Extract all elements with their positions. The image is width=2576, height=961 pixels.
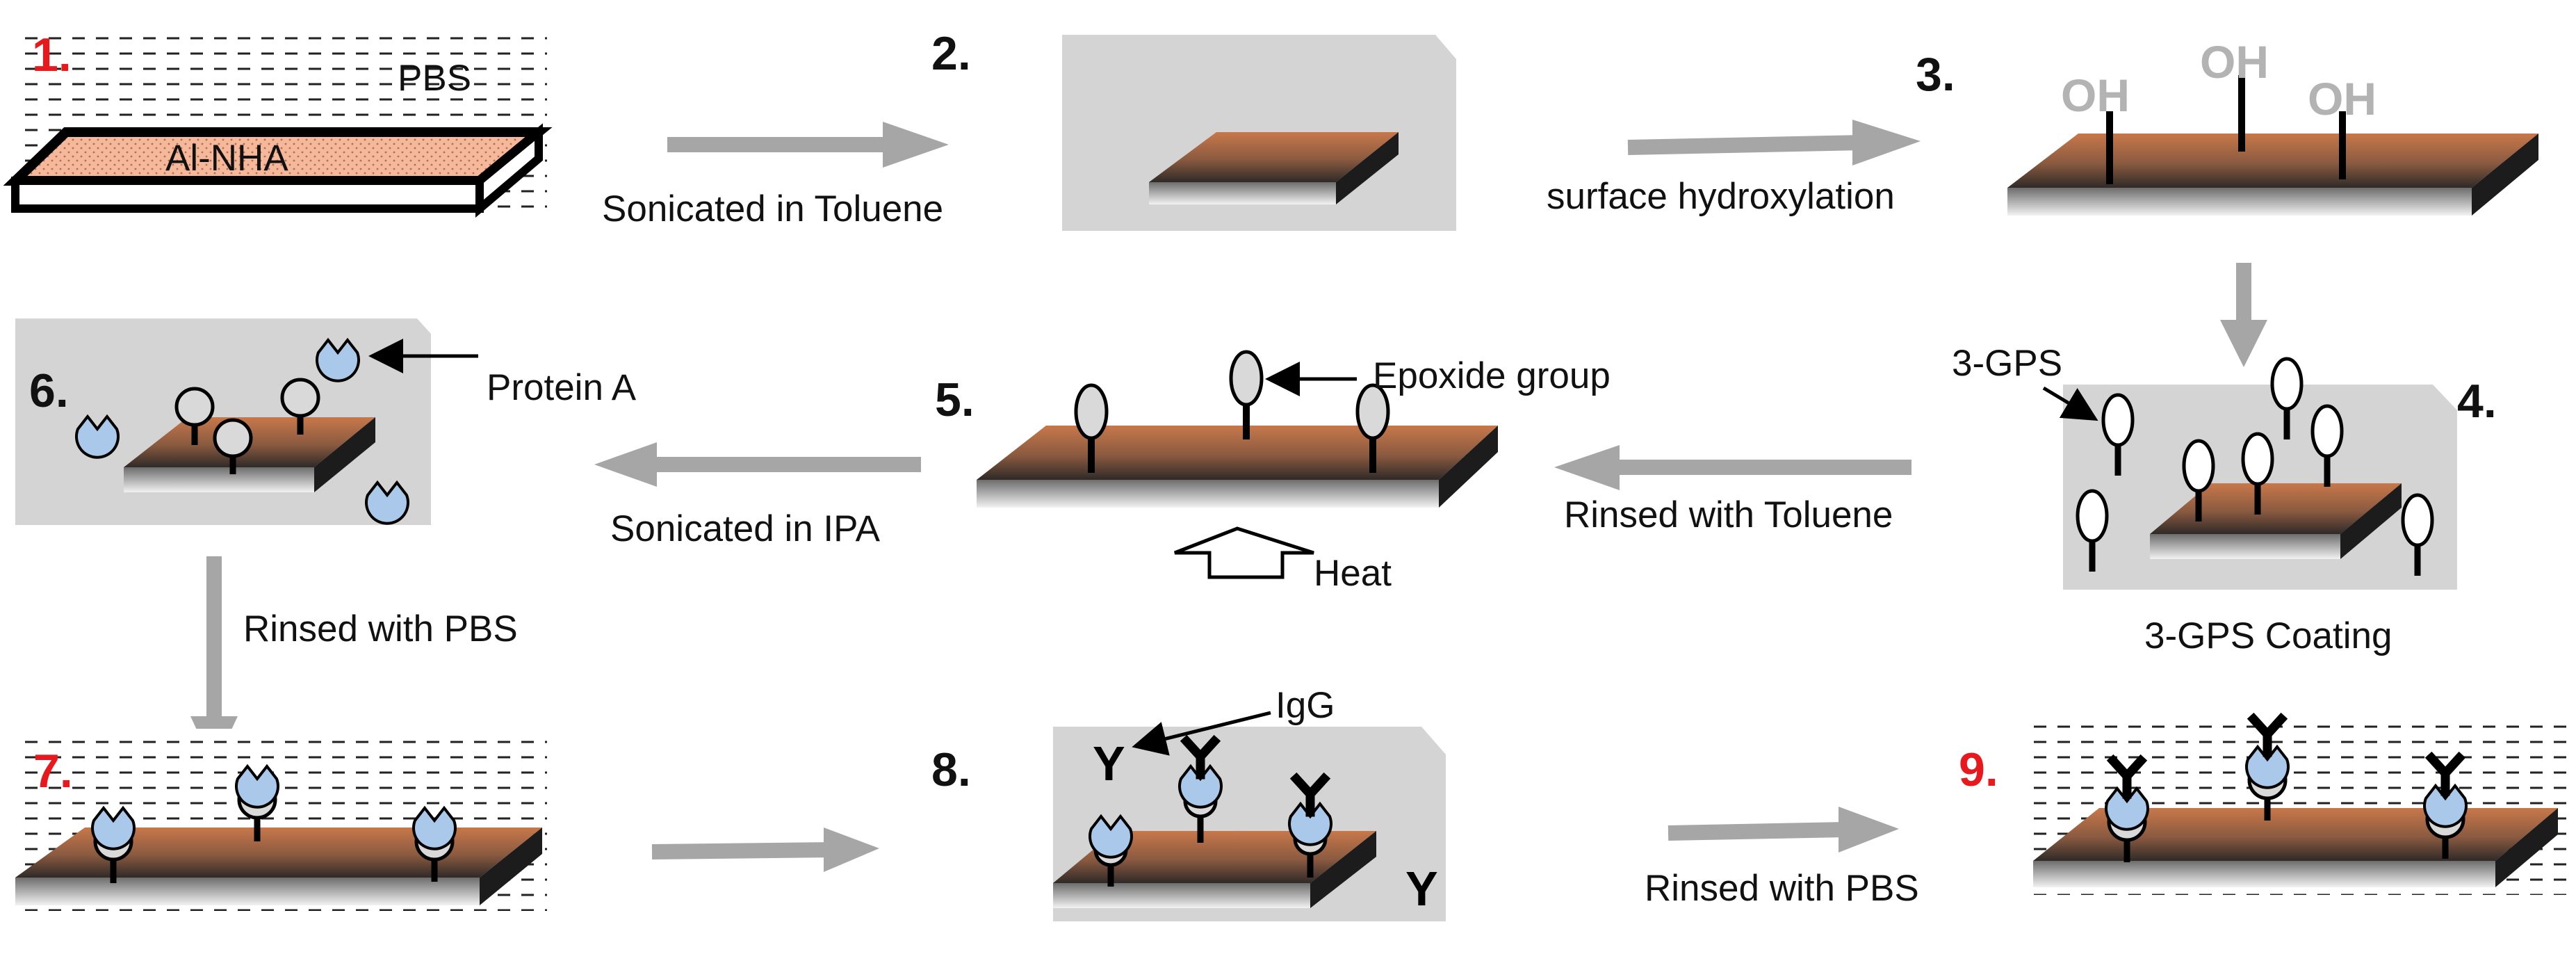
bound-protein-a-3 <box>412 807 457 882</box>
step-1-panel: 1. PBS Al-NHA <box>3 29 553 218</box>
step-number-9: 9. <box>1959 743 1998 796</box>
arrow-4-to-5: Rinsed with Toluene <box>1554 445 1911 535</box>
step-4-panel: 4. 3-GPS 3-GPS Coating <box>1952 343 2497 656</box>
sonicated-ipa-label: Sonicated in IPA <box>610 508 881 549</box>
arrow-6-to-7: Rinsed with PBS <box>190 556 518 767</box>
arrow-3-to-4 <box>2220 263 2267 367</box>
arrow-7-to-8 <box>651 827 879 872</box>
heat-label: Heat <box>1314 553 1392 594</box>
igg-label: IgG <box>1275 685 1335 726</box>
step-8-panel: Y Y 8. IgG <box>931 685 1446 921</box>
pbs-label: PBS <box>398 58 471 99</box>
surface-hydroxylation-label: surface hydroxylation <box>1547 176 1895 217</box>
step-6-panel: 6. Protein A <box>15 318 637 525</box>
gps-pointer-label: 3-GPS <box>1952 343 2062 384</box>
bound-protein-a-8b <box>1178 741 1223 843</box>
bound-protein-a-8c <box>1288 779 1332 878</box>
rinsed-pbs-2-label: Rinsed with PBS <box>1645 868 1919 909</box>
bound-igg-9b <box>2245 719 2290 821</box>
bound-igg-9a <box>2105 761 2149 862</box>
step-number-8: 8. <box>931 743 971 796</box>
epoxide-group-label: Epoxide group <box>1373 355 1611 396</box>
step-9-panel: 9. <box>1959 713 2572 895</box>
step-2-panel: 2. <box>931 27 1456 231</box>
igg-free-2: Y <box>1405 862 1438 916</box>
oh-label-2: OH <box>2200 36 2269 88</box>
arrow-8-to-9: Rinsed with PBS <box>1645 807 1919 909</box>
rinsed-pbs-1-label: Rinsed with PBS <box>243 608 518 649</box>
step-number-5: 5. <box>935 373 975 426</box>
step-3-panel: 3. OH OH OH <box>1916 36 2538 216</box>
step-number-1: 1. <box>32 29 72 81</box>
step-number-3: 3. <box>1916 48 1955 101</box>
oh-label-3: OH <box>2308 73 2377 124</box>
bound-protein-a-8a <box>1089 815 1133 887</box>
protein-a-label: Protein A <box>487 367 637 408</box>
step-number-2: 2. <box>931 27 971 80</box>
bound-protein-a-2 <box>235 765 279 841</box>
step-number-6: 6. <box>29 364 69 417</box>
step-5-panel: 5. Epoxide group Heat <box>935 352 1611 594</box>
oh-label-1: OH <box>2061 70 2130 121</box>
step-number-4: 4. <box>2457 375 2497 428</box>
igg-free-1: Y <box>1093 736 1125 791</box>
bound-igg-9c <box>2423 758 2468 859</box>
rinsed-toluene-label: Rinsed with Toluene <box>1564 494 1893 535</box>
step-number-7: 7. <box>33 745 73 798</box>
arrow-2-to-3: surface hydroxylation <box>1547 120 1921 217</box>
substrate-label: Al-NHA <box>165 138 288 179</box>
gps-coating-label: 3-GPS Coating <box>2144 615 2392 656</box>
arrow-5-to-6: Sonicated in IPA <box>594 442 921 549</box>
step-7-panel: 7. <box>15 729 547 911</box>
sonicated-toluene-label: Sonicated in Toluene <box>602 188 943 229</box>
arrow-1-to-2: Sonicated in Toluene <box>602 122 949 229</box>
bound-protein-a-1 <box>91 807 136 883</box>
